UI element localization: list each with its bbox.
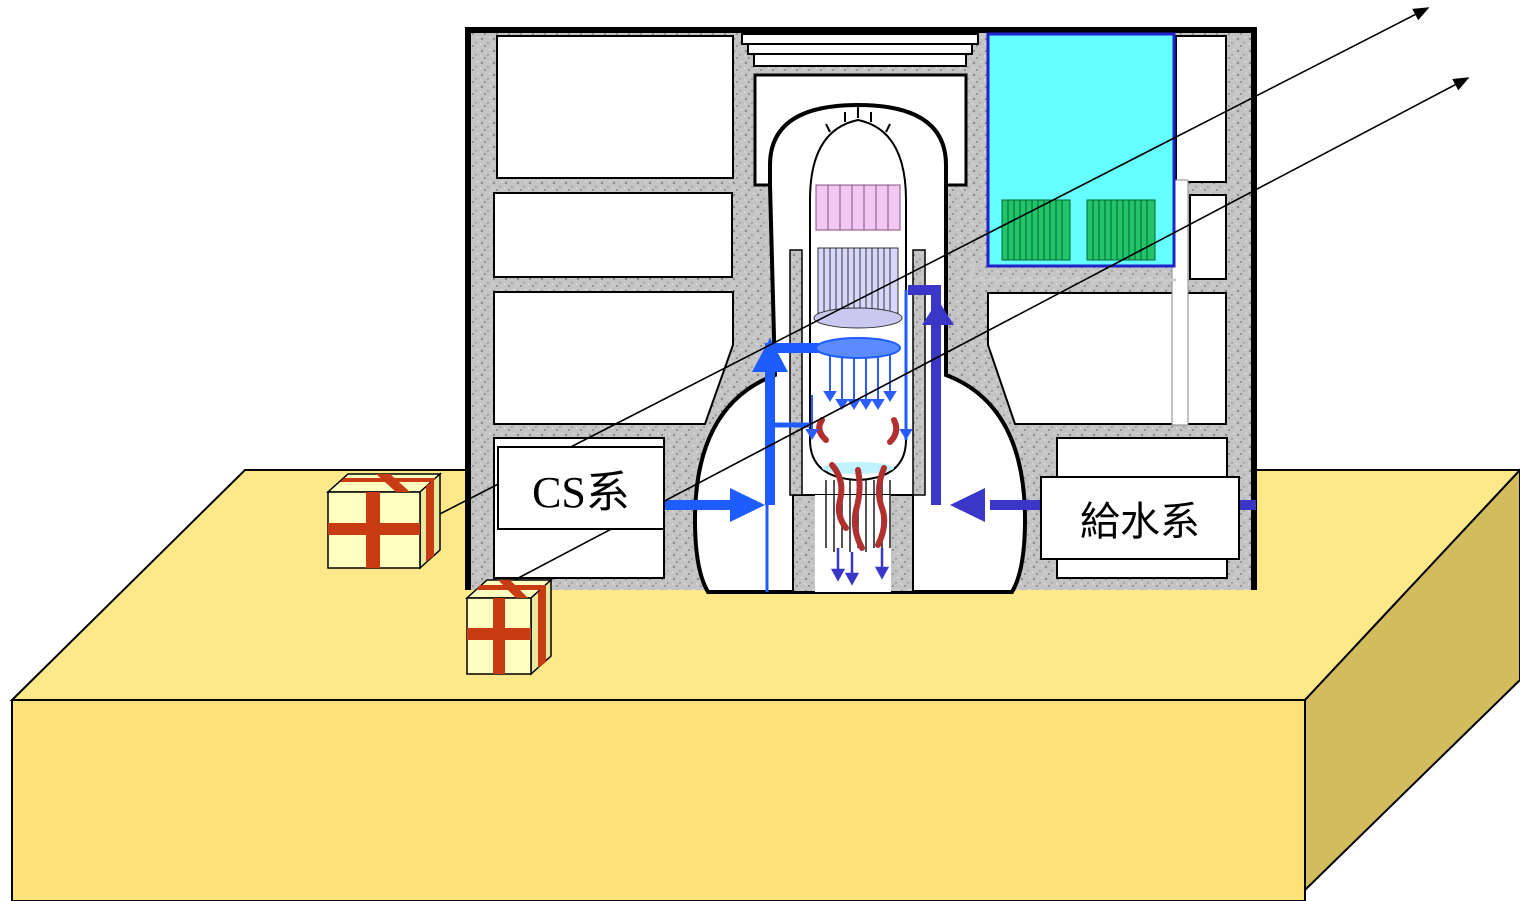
spent-fuel-rack [1001,199,1071,261]
spent-fuel-rack [1086,199,1156,261]
core-plate [813,307,903,329]
fuel-core [817,247,899,314]
biological-shield [789,249,803,496]
ground-side-face [1304,468,1520,893]
duct [1171,179,1189,426]
lower-flow-arrows [830,548,890,586]
release-line [504,77,1470,586]
shield-plug [741,33,979,67]
feedwater-label: 給水系 [1040,476,1240,560]
ground-front-face [11,699,1306,901]
package-icon [465,578,553,676]
reactor-building [465,27,1257,594]
room [493,291,734,425]
room [493,192,733,278]
molten-debris [816,417,900,551]
room [496,35,734,179]
core-spray-label: CS系 [497,446,665,530]
core-spray-line [664,337,901,592]
release-pathways [431,7,1470,586]
package-icon [326,472,442,570]
steam-dryer [815,184,901,231]
biological-shield [912,249,926,496]
building-outline [465,27,1257,590]
room [1175,35,1227,183]
vent-line [968,261,1176,282]
release-line [431,7,1430,519]
